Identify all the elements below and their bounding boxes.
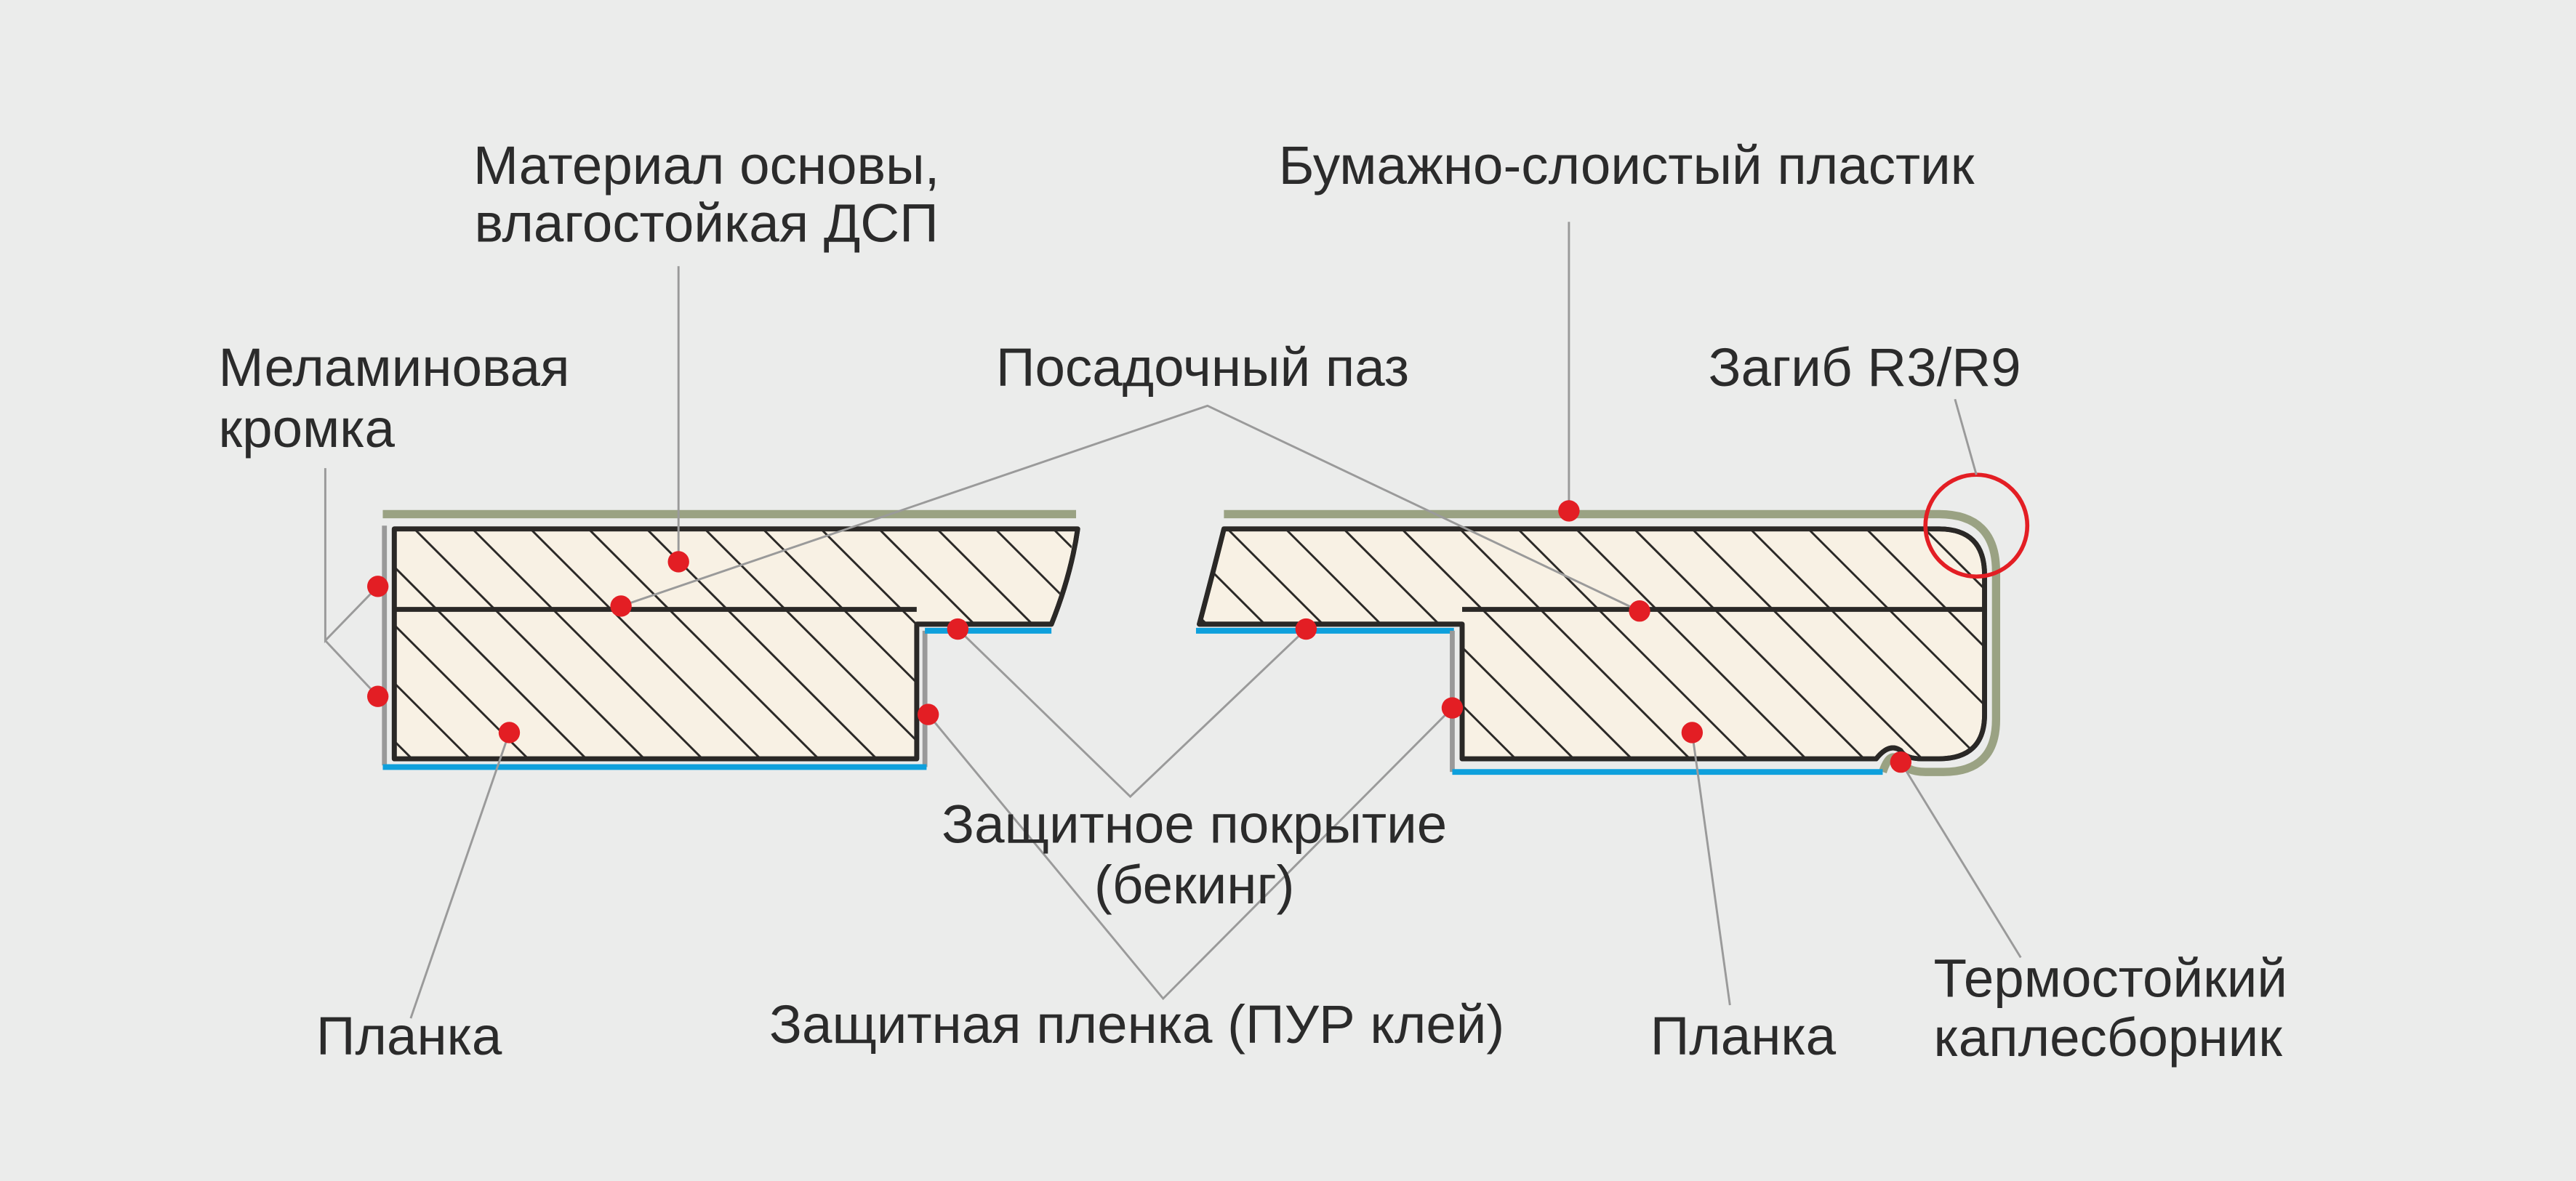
label-melamine-edge-2: кромка	[219, 398, 396, 459]
board-right-hatch	[1200, 531, 1983, 757]
marker-dots	[367, 500, 1912, 773]
label-backing-2: (бекинг)	[1094, 855, 1295, 915]
label-melamine-edge: Меламиновая	[219, 337, 570, 398]
marker-dot	[667, 551, 689, 573]
label-base-material: Материал основы,	[473, 135, 940, 196]
label-base-material-2: влагостойкая ДСП	[474, 193, 938, 253]
marker-dot	[1681, 722, 1704, 743]
label-drip-catcher-2: каплесборник	[1934, 1007, 2283, 1068]
marker-dot	[610, 595, 632, 617]
label-plank-left: Планка	[316, 1006, 502, 1066]
label-groove: Посадочный паз	[996, 337, 1409, 398]
label-bend: Загиб R3/R9	[1709, 337, 2021, 398]
label-film: Защитная пленка (ПУР клей)	[769, 994, 1504, 1055]
marker-dot	[947, 618, 969, 640]
label-plank-right: Планка	[1650, 1006, 1837, 1066]
marker-dot	[367, 685, 389, 707]
marker-dot	[1558, 500, 1580, 522]
marker-dot	[1629, 600, 1650, 622]
marker-dot	[1890, 751, 1912, 773]
marker-dot	[367, 576, 389, 597]
marker-dot	[498, 722, 521, 743]
label-hpl: Бумажно-слоистый пластик	[1279, 135, 1975, 196]
right-panel	[1195, 472, 2030, 776]
labels: Материал основы, влагостойкая ДСП Бумажн…	[219, 135, 2288, 1068]
label-backing: Защитное покрытие	[942, 794, 1447, 854]
marker-dot	[1441, 697, 1464, 719]
label-drip-catcher: Термостойкий	[1934, 948, 2288, 1009]
marker-dot	[1295, 618, 1317, 640]
marker-dot	[917, 704, 939, 725]
left-panel	[382, 509, 1080, 770]
leader-lines	[324, 222, 2022, 1019]
board-left-hatch	[396, 531, 1075, 757]
